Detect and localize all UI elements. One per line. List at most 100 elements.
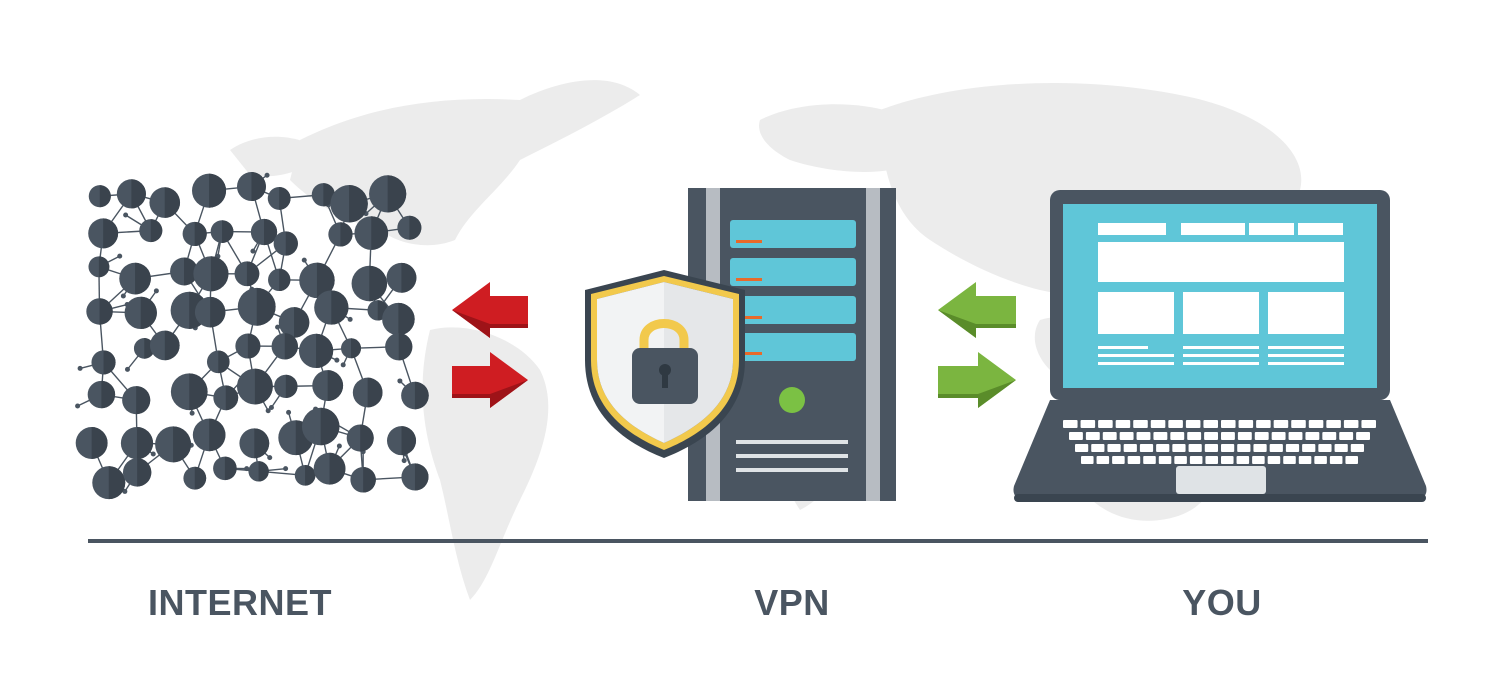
network-node <box>352 266 387 301</box>
keyboard-key <box>1112 456 1125 464</box>
keyboard-key <box>1339 432 1353 440</box>
keyboard-key <box>1356 432 1370 440</box>
keyboard-key <box>1091 444 1104 452</box>
keyboard-key <box>1299 456 1312 464</box>
keyboard-key <box>1203 420 1218 428</box>
network-dot <box>402 458 407 463</box>
network-node <box>385 333 412 360</box>
keyboard-key <box>1274 420 1289 428</box>
network-node <box>121 427 153 459</box>
keyboard-key <box>1116 420 1131 428</box>
network-node <box>150 331 180 361</box>
keyboard-key <box>1204 432 1218 440</box>
keyboard-key <box>1252 456 1265 464</box>
network-node <box>76 427 108 459</box>
network-dot <box>302 258 307 263</box>
network-dot <box>117 254 122 259</box>
keyboard-key <box>1272 432 1286 440</box>
network-node <box>347 425 374 452</box>
keyboard-key <box>1221 432 1235 440</box>
keyboard-key <box>1081 420 1096 428</box>
network-node <box>125 297 157 329</box>
keyboard-key <box>1335 444 1348 452</box>
keyboard-key <box>1143 456 1156 464</box>
keyboard-key <box>1255 432 1269 440</box>
keyboard-key <box>1291 420 1306 428</box>
keyboard-key <box>1128 456 1141 464</box>
keyboard-key <box>1151 420 1166 428</box>
network-dot <box>151 452 156 457</box>
network-node <box>192 174 226 208</box>
network-node <box>88 218 118 248</box>
keyboard-key <box>1345 456 1358 464</box>
laptop-icon <box>1013 190 1426 502</box>
network-node <box>274 375 297 398</box>
keyboard-key <box>1268 456 1281 464</box>
keyboard-key <box>1237 444 1250 452</box>
network-node <box>386 263 416 293</box>
network-node <box>272 333 298 359</box>
network-node <box>213 385 238 410</box>
network-node <box>155 426 191 462</box>
keyboard-key <box>1075 444 1088 452</box>
keyboard-key <box>1107 444 1120 452</box>
keyboard-key <box>1124 444 1137 452</box>
network-node <box>312 370 343 401</box>
network-node <box>149 187 180 218</box>
network-node <box>401 382 429 410</box>
network-dot <box>269 405 274 410</box>
network-node <box>88 381 115 408</box>
internet-label: INTERNET <box>148 582 332 624</box>
keyboard-key <box>1302 444 1315 452</box>
keyboard-key <box>1187 432 1201 440</box>
keyboard-key <box>1174 456 1187 464</box>
keyboard-key <box>1190 456 1203 464</box>
network-node <box>302 408 340 446</box>
green-arrow-left-icon <box>938 282 1016 338</box>
network-node <box>279 307 310 338</box>
network-node <box>193 419 226 452</box>
network-node <box>341 338 361 358</box>
network-node <box>295 465 316 486</box>
network-node <box>89 185 111 207</box>
network-node <box>193 256 228 291</box>
network-node <box>248 461 268 481</box>
network-node <box>401 463 428 490</box>
keyboard-key <box>1081 456 1094 464</box>
network-dot <box>283 466 288 471</box>
network-dot <box>337 443 342 448</box>
keyboard-key <box>1318 444 1331 452</box>
network-dot <box>265 173 270 178</box>
network-dot <box>75 403 80 408</box>
keyboard-key <box>1168 420 1183 428</box>
keyboard-key <box>1159 456 1172 464</box>
network-node <box>237 369 273 405</box>
network-dot <box>341 362 346 367</box>
network-node <box>183 467 206 490</box>
network-node <box>382 303 415 336</box>
network-node <box>139 219 162 242</box>
network-node <box>314 290 348 324</box>
vpn-label: VPN <box>754 582 830 624</box>
keyboard-key <box>1289 432 1303 440</box>
keyboard-key <box>1351 444 1364 452</box>
network-dot <box>190 411 195 416</box>
green-arrows-icon <box>938 282 1016 408</box>
network-node <box>86 298 112 324</box>
keyboard-key <box>1237 456 1250 464</box>
network-node <box>235 334 260 359</box>
keyboard-key <box>1205 456 1218 464</box>
keyboard-key <box>1120 432 1134 440</box>
keyboard-key <box>1221 444 1234 452</box>
network-node <box>274 231 298 255</box>
keyboard-key <box>1361 420 1376 428</box>
network-node <box>183 222 207 246</box>
network-dot <box>286 410 291 415</box>
network-node <box>195 297 226 328</box>
network-node <box>369 175 406 212</box>
network-node <box>123 458 151 486</box>
network-node <box>299 334 333 368</box>
green-arrow-right-icon <box>938 352 1016 408</box>
keyboard-key <box>1153 432 1167 440</box>
